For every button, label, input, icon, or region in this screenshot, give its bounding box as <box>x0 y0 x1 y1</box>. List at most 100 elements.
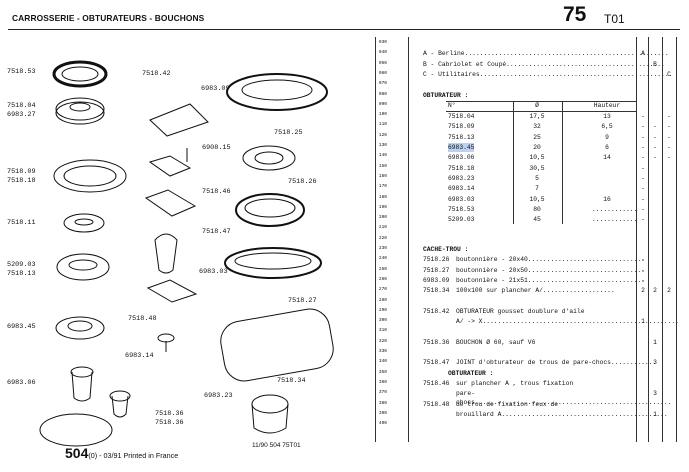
line-number: 170 <box>378 184 387 190</box>
flag-cell: 1 <box>641 318 645 326</box>
part-diam: 45 <box>533 216 541 224</box>
part-ref: 7518.48 <box>423 400 450 408</box>
part-ref: 7518.46 <box>423 379 450 387</box>
flag-cell: - <box>641 174 645 182</box>
line-number: 250 <box>378 266 387 272</box>
legend-item: A - Berline.............................… <box>423 50 669 58</box>
part-ref: 6983.14 <box>448 185 475 193</box>
callout-label: 7518.34 <box>277 377 306 385</box>
callout-label: 5209.03 <box>7 261 36 269</box>
line-number: 090 <box>378 101 387 107</box>
part-diam: 10,5 <box>529 154 545 162</box>
line-number: 280 <box>378 297 387 303</box>
part-haut: 9 <box>605 133 609 141</box>
part-desc: BOUCHON Ø 60, sauf V6 <box>456 338 536 346</box>
flag-cell: - <box>653 123 657 131</box>
part-ref: 7518.34 <box>423 287 450 295</box>
col-header-haut: Hauteur <box>593 101 621 109</box>
line-number: 160 <box>378 173 387 179</box>
grid-line <box>446 111 636 113</box>
part-diam: 25 <box>533 133 541 141</box>
line-number: 030 <box>378 40 387 45</box>
callout-label: 6983.23 <box>204 392 233 400</box>
section-title: OBTURATEUR : <box>448 369 494 377</box>
flag-cell: - <box>667 113 671 121</box>
flag-cell: - <box>667 154 671 162</box>
line-number: 320 <box>378 338 387 344</box>
callout-label: 6983.06 <box>7 379 36 387</box>
footer-suffix: (0) - 03/91 Printed in France <box>88 451 179 460</box>
part-diam: 80 <box>533 205 541 213</box>
flag-cell: - <box>641 164 645 172</box>
footer-page: 504 <box>65 445 89 461</box>
flag-cell: 2 <box>641 287 645 295</box>
grid-line <box>636 37 637 442</box>
line-number: 100 <box>378 112 387 118</box>
callout-label: 7518.46 <box>202 188 231 196</box>
part-ref: 7518.47 <box>423 359 450 367</box>
part-ref: 7518.36 <box>423 338 450 346</box>
line-number: 050 <box>378 60 387 66</box>
callout-label: 7518.47 <box>202 228 231 236</box>
callout-label: 7518.04 <box>7 102 36 110</box>
flag-cell: B <box>653 60 657 68</box>
grid-line <box>513 100 514 225</box>
part-diam: 32 <box>533 123 541 131</box>
callout-label: 7518.13 <box>7 270 36 278</box>
part-desc: pare-chocs..............................… <box>456 390 672 407</box>
callout-label: 7518.09 <box>7 168 36 176</box>
callout-label: 7518.11 <box>7 219 36 227</box>
flag-cell: - <box>641 205 645 213</box>
callout-label: 7518.18 <box>7 177 36 185</box>
page-number: 75 <box>563 3 587 26</box>
drawing-ref-code: 11/90 504 75T01 <box>252 442 301 449</box>
part-haut: 13 <box>603 113 611 121</box>
part-ref: 7518.42 <box>423 307 450 315</box>
flag-cell: - <box>641 195 645 203</box>
callout-label: 7518.27 <box>288 297 317 305</box>
part-ref: 5209.03 <box>448 216 475 224</box>
flag-cell: - <box>641 113 645 121</box>
flag-cell: 1 <box>653 410 657 418</box>
line-number: 300 <box>378 318 387 324</box>
page-title: CARROSSERIE - OBTURATEURS - BOUCHONS <box>12 13 205 23</box>
part-diam: 10,5 <box>529 195 545 203</box>
part-ref: 6983.23 <box>448 174 475 182</box>
line-number: 040 <box>378 50 387 56</box>
line-number: 070 <box>378 81 387 87</box>
line-number: 390 <box>378 410 387 416</box>
part-desc: 100x100 sur plancher A/.................… <box>456 287 615 295</box>
callout-label: 6983.45 <box>7 323 36 331</box>
part-diam: 7 <box>535 185 539 193</box>
callout-label: 7518.26 <box>288 178 317 186</box>
callout-label: 6983.09 <box>201 85 230 93</box>
part-haut: 16 <box>603 195 611 203</box>
line-number: 210 <box>378 225 387 231</box>
flag-cell: 2 <box>667 287 671 295</box>
flag-cell: - <box>641 216 645 224</box>
page-code: T01 <box>604 12 625 26</box>
line-number: 220 <box>378 235 387 241</box>
line-number: 130 <box>378 143 387 148</box>
footer: 504(0) - 03/91 Printed in France <box>65 445 178 461</box>
line-number: 190 <box>378 204 387 210</box>
flag-cell: - <box>641 154 645 162</box>
line-number: 400 <box>378 421 387 427</box>
line-number: 340 <box>378 359 387 365</box>
part-ref: 7518.13 <box>448 133 475 141</box>
flag-cell: - <box>641 256 645 264</box>
flag-cell: C <box>667 70 671 78</box>
part-ref: 7518.27 <box>423 266 450 274</box>
part-desc: A/ -> X.................................… <box>456 318 679 326</box>
part-haut: 6,5 <box>601 123 613 131</box>
flag-cell: - <box>641 276 645 284</box>
flag-cell: - <box>653 133 657 141</box>
part-diam: 30,5 <box>529 164 545 172</box>
line-number: 230 <box>378 246 387 251</box>
flag-cell: - <box>653 144 657 151</box>
line-number: 200 <box>378 215 387 221</box>
part-ref: 6983.03 <box>448 195 475 203</box>
part-ref: 7518.53 <box>448 205 475 213</box>
line-number: 380 <box>378 400 387 406</box>
